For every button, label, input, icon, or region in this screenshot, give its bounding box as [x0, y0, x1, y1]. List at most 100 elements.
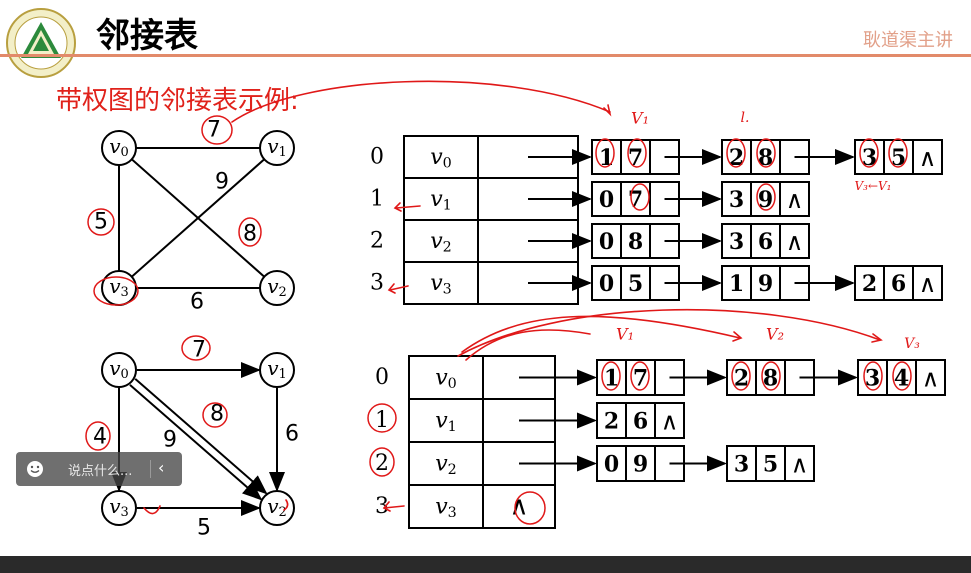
- annotation-circle: [630, 361, 650, 391]
- row-index: 0: [375, 365, 389, 390]
- bottom-bar: [0, 556, 971, 573]
- annotation-stroke: [465, 329, 591, 361]
- adjvex-value: 0: [604, 452, 619, 478]
- annotation-text: V₃: [904, 336, 920, 352]
- null-pointer: ∧: [509, 492, 528, 522]
- annotation-stroke: [143, 505, 161, 515]
- graph1-node-label: v3: [109, 274, 129, 300]
- annotation-stroke: [603, 104, 612, 117]
- graph1-node: [259, 270, 295, 306]
- row-index: 0: [370, 145, 384, 170]
- null-pointer: ∧: [919, 144, 937, 172]
- vertex-label: v1: [435, 408, 457, 435]
- vertex-cell: [408, 441, 484, 486]
- graph2-node: [259, 352, 295, 388]
- adjvex-value: 0: [599, 187, 614, 213]
- vertex-cell: [403, 135, 479, 179]
- annotation-circle: [202, 402, 228, 428]
- annotation-stroke: [283, 499, 289, 511]
- emoji-icon[interactable]: [26, 460, 44, 478]
- weight-value: 6: [758, 229, 773, 255]
- annotation-stroke: [389, 285, 409, 291]
- annotation-stroke: [457, 308, 881, 357]
- vertex-label: v2: [430, 229, 452, 256]
- adjvex-value: 3: [729, 229, 744, 255]
- annotation-circle: [93, 276, 139, 306]
- graph2-node: [101, 490, 137, 526]
- graph1-edge-weight: 6: [190, 290, 204, 315]
- adjvex-value: 0: [599, 271, 614, 297]
- row-index: 3: [370, 271, 384, 296]
- row-index: 3: [375, 494, 389, 519]
- adjvex-value: 1: [729, 271, 744, 297]
- adjvex-value: 0: [599, 229, 614, 255]
- row-index: 2: [375, 451, 389, 476]
- annotation-text: V₁: [616, 325, 634, 344]
- graph2-edge: [129, 384, 263, 501]
- null-pointer: ∧: [922, 365, 940, 393]
- weight-value: 9: [758, 271, 773, 297]
- edge-node: [726, 445, 815, 482]
- annotation-circle: [630, 183, 650, 211]
- null-pointer: ∧: [791, 451, 809, 479]
- annotation-stroke: [871, 333, 883, 343]
- graph2-edge-weight: 5: [197, 516, 211, 541]
- vertex-cell: [403, 261, 479, 305]
- chevron-left-icon[interactable]: ‹: [158, 458, 165, 477]
- adjvex-value: 1: [604, 366, 619, 392]
- adjvex-value: 3: [734, 452, 749, 478]
- vertex-label: v2: [435, 451, 457, 478]
- null-pointer: ∧: [786, 228, 804, 256]
- annotation-text: l.: [741, 110, 750, 126]
- annotation-stroke: [393, 202, 402, 212]
- annotation-circle: [859, 138, 879, 168]
- edge-node: [857, 359, 946, 396]
- vertex-label: v0: [430, 145, 452, 172]
- graph2-edge: [134, 378, 268, 495]
- adjvex-value: 2: [862, 271, 877, 297]
- graph2-edge-weight: 8: [210, 402, 224, 427]
- edge-node: [854, 265, 943, 301]
- graph1-node: [259, 130, 295, 166]
- annotation-circle: [238, 217, 262, 247]
- weight-value: 6: [891, 271, 906, 297]
- weight-value: 8: [628, 229, 643, 255]
- graph2-node-label: v0: [109, 356, 129, 382]
- vertex-label: v1: [430, 187, 452, 214]
- annotation-circle: [181, 335, 211, 361]
- graph2-node-label: v2: [267, 494, 287, 520]
- row-index: 1: [375, 408, 389, 433]
- edge-node: [596, 402, 685, 439]
- graph2-node-label: v3: [109, 494, 129, 520]
- annotation-circle: [863, 361, 883, 391]
- annotation-stroke: [387, 283, 396, 294]
- graph1-edge-weight: 9: [215, 170, 229, 195]
- annotation-stroke: [231, 80, 611, 123]
- graph1-edge: [118, 147, 278, 289]
- page-title: 邻接表: [96, 16, 198, 56]
- graph2-edge-weight: 4: [93, 425, 107, 450]
- row-index: 2: [370, 229, 384, 254]
- annotation-circle: [595, 138, 615, 168]
- graph1-edge-weight: 8: [243, 222, 257, 247]
- annotation-stroke: [383, 505, 405, 509]
- annotation-circle: [514, 491, 546, 525]
- annotation-circle: [87, 208, 115, 236]
- annotation-circle: [756, 138, 776, 168]
- graph2-edge-weight: 7: [192, 338, 206, 363]
- vertex-label: v3: [430, 271, 452, 298]
- weight-value: 5: [763, 452, 778, 478]
- graph1-node-label: v2: [267, 274, 287, 300]
- vertex-label: v0: [435, 365, 457, 392]
- header-divider: [0, 54, 971, 57]
- graph1-edge-weight: 7: [207, 118, 221, 143]
- weight-value: 5: [628, 271, 643, 297]
- null-pointer: ∧: [919, 270, 937, 298]
- comment-bar[interactable]: 说点什么... ‹: [16, 452, 182, 486]
- comment-divider: [150, 460, 151, 478]
- comment-input[interactable]: 说点什么...: [68, 464, 133, 479]
